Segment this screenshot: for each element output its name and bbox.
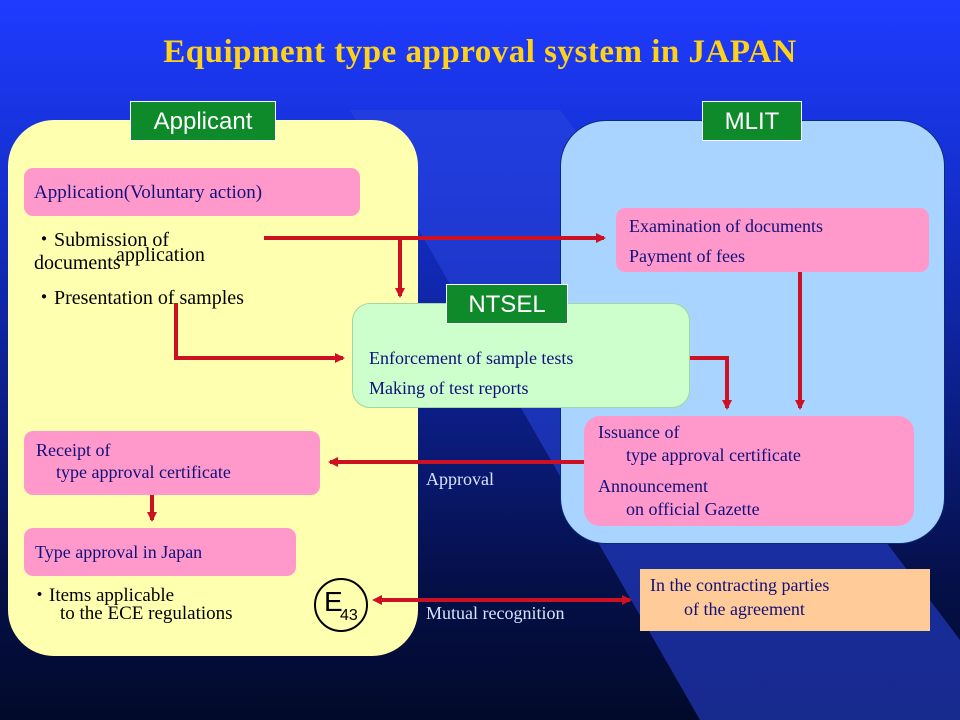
contracting-parties-box: In the contracting parties of the agreem… [640,569,930,631]
submission-line1: ・Submission of [34,229,170,251]
submission-line3: documents [34,252,121,274]
application-label: Application(Voluntary action) [34,182,263,203]
mutual-recognition-label: Mutual recognition [426,603,565,623]
receipt-line1: Receipt of [36,440,111,460]
application-box: Application(Voluntary action) [24,168,360,216]
type-approval-label: Type approval in Japan [35,542,203,562]
issuance-box: Issuance of type approval certificate An… [584,416,914,526]
page-title: Equipment type approval system in JAPAN [163,34,797,70]
ntsel-line2: Making of test reports [369,378,529,398]
e43-mark: E 43 [314,578,368,632]
receipt-line2: type approval certificate [56,462,231,482]
ntsel-header: NTSEL [446,284,568,324]
exam-line2: Payment of fees [629,246,745,266]
samples-line: ・Presentation of samples [34,287,244,309]
applicant-header: Applicant [130,101,276,141]
issuance-line4: on official Gazette [626,499,760,519]
mlit-header: MLIT [702,101,802,141]
contracting-line2: of the agreement [684,599,805,619]
arrow-samples-to-ntsel [174,303,345,363]
issuance-line3: Announcement [598,476,708,496]
issuance-line2: type approval certificate [626,445,801,465]
issuance-line1: Issuance of [598,422,680,442]
examination-box: Examination of documents Payment of fees [616,208,929,272]
type-approval-box: Type approval in Japan [24,528,296,576]
e43-number: 43 [340,607,358,624]
submission-line2: application [116,244,205,266]
items-line1: ・Items applicable [30,585,175,606]
e43-letter: E [324,586,343,617]
exam-line1: Examination of documents [629,216,823,236]
receipt-box: Receipt of type approval certificate [24,431,320,495]
contracting-line1: In the contracting parties [650,575,830,595]
arrow-ntsel-to-issuance [690,356,732,410]
approval-label: Approval [426,469,494,489]
items-line2: to the ECE regulations [60,603,233,624]
ntsel-line1: Enforcement of sample tests [369,348,574,368]
